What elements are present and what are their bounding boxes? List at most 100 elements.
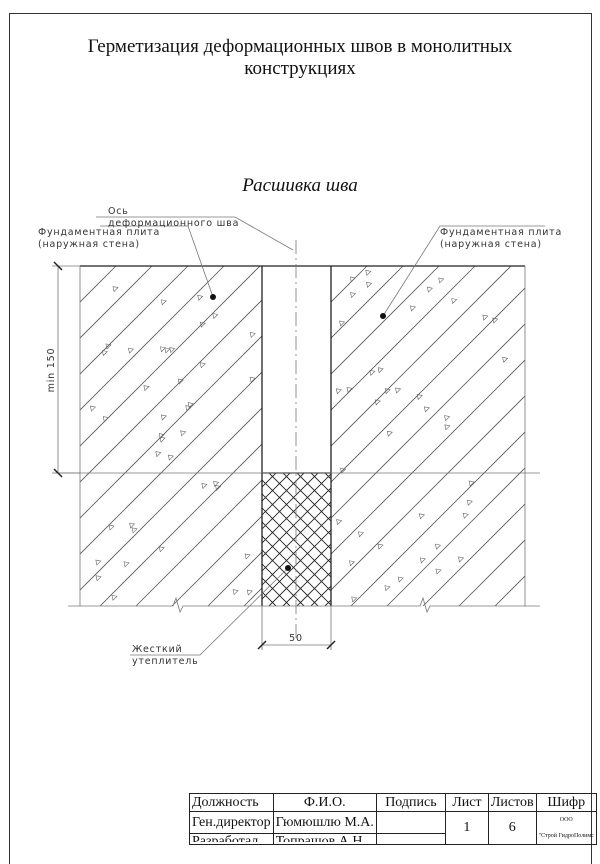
aggregate-mark	[384, 388, 391, 395]
row2-name: Топрашов А.Н.	[275, 834, 366, 843]
aggregate-mark	[386, 430, 393, 437]
left-slab-label-1: Фундаментная плита	[38, 227, 160, 238]
aggregate-mark	[129, 522, 136, 529]
aggregate-mark	[95, 575, 102, 582]
aggregate-mark	[377, 367, 384, 374]
aggregate-mark	[366, 281, 373, 288]
header-signature: Подпись	[375, 793, 446, 812]
aggregate-mark	[185, 405, 192, 412]
aggregate-mark	[187, 402, 194, 409]
leader-dot	[210, 294, 216, 300]
hatch-line	[331, 359, 525, 555]
aggregate-mark	[349, 276, 356, 283]
aggregate-mark	[365, 269, 372, 276]
hatch-line	[282, 473, 331, 522]
concrete-hatch-left	[80, 266, 600, 606]
hatch-line	[296, 571, 331, 606]
hatch-line	[460, 266, 600, 606]
aggregate-mark	[410, 305, 417, 312]
hatch-line	[280, 266, 600, 606]
hatch-line	[268, 543, 331, 606]
hatch-line	[567, 266, 600, 606]
axis-label-2: деформационного шва	[108, 218, 239, 229]
aggregate-mark	[468, 480, 475, 487]
aggregate-mark	[339, 320, 346, 327]
header-sheet: Лист	[444, 793, 489, 812]
hatch-line	[262, 479, 331, 550]
right-slab-label-1: Фундаментная плита	[440, 227, 562, 238]
aggregate-mark	[111, 594, 118, 601]
dimension-height: min 150	[46, 348, 57, 393]
hatch-line	[353, 473, 486, 606]
aggregate-mark	[249, 332, 256, 339]
aggregate-mark	[143, 385, 150, 392]
hatch-line	[353, 473, 486, 606]
hatch-line	[409, 473, 542, 606]
aggregate-mark	[199, 362, 206, 369]
hatch-line	[80, 299, 262, 483]
hatch-line	[388, 266, 600, 606]
hatch-line	[331, 266, 512, 447]
hatch-line	[262, 493, 331, 564]
hatch-line	[339, 473, 472, 606]
break-line	[68, 596, 540, 614]
aggregate-mark	[340, 467, 347, 474]
aggregate-mark	[395, 387, 402, 394]
hatch-line	[496, 266, 600, 606]
hatch-line	[458, 539, 525, 606]
row1-name: Гюмюшлю М.А.	[272, 811, 377, 834]
aggregate-mark	[435, 568, 442, 575]
hatch-line	[331, 287, 525, 483]
aggregate-mark	[215, 485, 222, 492]
aggregate-mark	[426, 286, 433, 293]
dimension-width: 50	[289, 633, 303, 644]
aggregate-mark	[451, 298, 458, 305]
hatch-line	[532, 266, 600, 606]
aggregate-mark	[160, 414, 167, 421]
hatch-line	[395, 473, 528, 606]
axis-label-1: Ось	[108, 206, 129, 217]
hatch-line	[352, 266, 600, 606]
hatch-line	[568, 266, 600, 606]
aggregate-mark	[246, 589, 253, 596]
aggregate-mark	[249, 376, 256, 383]
insulation-crosshatch	[262, 473, 570, 606]
hatch-line	[262, 521, 331, 592]
hatch-line	[80, 266, 225, 411]
company-line-1: ООО	[559, 817, 573, 823]
aggregate-mark	[492, 317, 499, 324]
aggregate-mark	[374, 399, 381, 406]
header-code: Шифр	[535, 793, 597, 812]
aggregate-mark	[159, 436, 166, 443]
aggregate-mark	[160, 299, 167, 306]
hatch-line	[494, 575, 525, 606]
aggregate-mark	[438, 277, 445, 284]
header-name: Ф.И.О.	[272, 793, 377, 812]
aggregate-mark	[160, 346, 167, 353]
insulation-label-2: утеплитель	[132, 656, 199, 667]
aggregate-mark	[201, 483, 208, 490]
aggregate-mark	[458, 556, 465, 563]
aggregate-mark	[167, 454, 174, 461]
hatch-line	[262, 605, 263, 606]
aggregate-mark	[123, 561, 130, 568]
aggregate-mark	[212, 313, 219, 320]
aggregate-mark	[416, 394, 423, 401]
aggregate-mark	[466, 499, 473, 506]
aggregate-mark	[482, 314, 489, 321]
aggregate-mark	[155, 451, 162, 458]
aggregate-mark	[164, 347, 171, 354]
aggregate-mark	[346, 386, 353, 393]
leader-dot	[380, 313, 386, 319]
hatch-line	[282, 557, 331, 606]
aggregate-mark	[351, 596, 358, 603]
hatch-line	[135, 479, 262, 606]
aggregate-mark	[335, 388, 342, 395]
sheets-count: 6	[487, 811, 537, 845]
header-sheets: Листов	[487, 793, 537, 812]
aggregate-mark	[444, 415, 451, 422]
aggregate-mark	[158, 546, 165, 553]
row1-signature	[375, 811, 446, 834]
row2-position: Разработал	[192, 834, 259, 843]
hatch-line	[437, 473, 570, 606]
